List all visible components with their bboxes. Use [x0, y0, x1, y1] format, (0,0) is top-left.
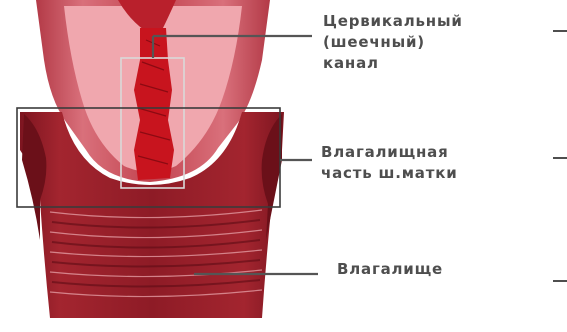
label-tick-marks [553, 31, 567, 281]
label-cervical-canal: Цервикальный (шеечный) канал [323, 11, 463, 74]
label-cervical-canal-line-2: (шеечный) [323, 32, 463, 53]
label-vagina-line-1: Влагалище [337, 259, 443, 280]
label-cervical-canal-line-1: Цервикальный [323, 11, 463, 32]
label-vaginal-part-line-1: Влагалищная [321, 142, 458, 163]
label-vaginal-part: Влагалищная часть ш.матки [321, 142, 458, 184]
label-cervical-canal-line-3: канал [323, 53, 463, 74]
label-vagina: Влагалище [337, 259, 443, 280]
label-vaginal-part-line-2: часть ш.матки [321, 163, 458, 184]
